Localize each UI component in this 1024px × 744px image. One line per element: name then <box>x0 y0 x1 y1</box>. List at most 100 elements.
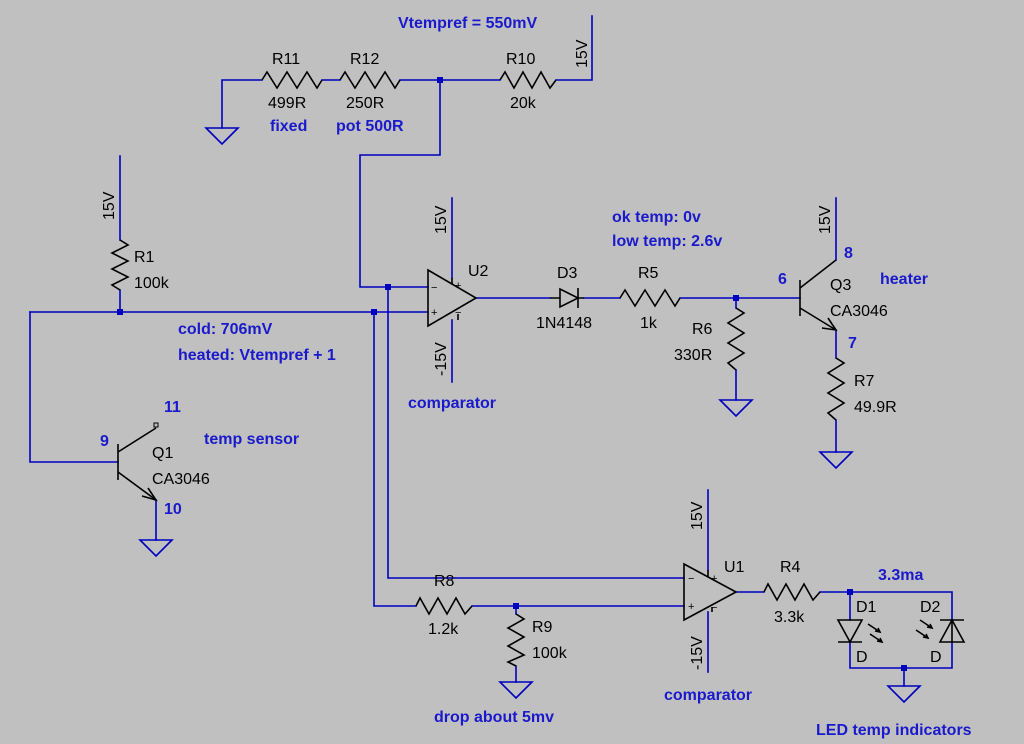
wire-r10-15v <box>555 15 593 81</box>
wire-vref-to-u2 <box>359 79 441 288</box>
opamp-u1-plus-sign: + <box>711 573 717 585</box>
opamp-u2-noninverting-sign: + <box>431 307 437 319</box>
q1-emitter-pin: 10 <box>164 501 182 518</box>
r1-name: R1 <box>134 249 155 266</box>
r5-value: 1k <box>640 315 658 332</box>
q3-base-pin: 6 <box>778 271 787 288</box>
temp-sensor-note: temp sensor <box>204 431 299 448</box>
junction-led-top <box>847 589 853 595</box>
r11-value: 499R <box>268 95 306 112</box>
supply-label-u1-neg: -15V <box>689 636 706 670</box>
r4-value: 3.3k <box>774 609 805 626</box>
led-indicators-note: LED temp indicators <box>816 722 972 739</box>
d2-model: D <box>930 649 942 666</box>
q3-name: Q3 <box>830 277 851 294</box>
ground-symbol <box>818 451 854 470</box>
resistor-r4 <box>763 582 821 602</box>
opamp-u1: + − − + <box>683 562 738 622</box>
led-d1-body <box>836 619 864 644</box>
opamp-u2-inverting-sign: − <box>431 282 437 294</box>
diode-d3 <box>550 287 584 309</box>
led-d2-emission-arrow <box>915 619 934 640</box>
r9-value: 100k <box>532 645 568 662</box>
heated-note: heated: Vtempref + 1 <box>178 347 336 364</box>
ground-symbol <box>718 399 754 418</box>
resistor-r12 <box>339 70 401 90</box>
resistors <box>110 70 846 667</box>
q3-emitter-pin: 7 <box>848 335 857 352</box>
u2-name: U2 <box>468 263 489 280</box>
ground-symbol <box>138 539 174 558</box>
r6-name: R6 <box>692 321 713 338</box>
r8-value: 1.2k <box>428 621 459 638</box>
resistor-r6 <box>726 307 746 371</box>
transistor-q3-emitter-arrow <box>821 317 838 332</box>
transistor-q3-collector <box>799 259 837 289</box>
junction-vref <box>437 77 443 83</box>
d3-model: 1N4148 <box>536 315 592 332</box>
transistor-q1-collector-pin <box>153 422 159 428</box>
ground-symbol <box>204 127 240 146</box>
r7-name: R7 <box>854 373 875 390</box>
q3-collector-pin: 8 <box>844 245 853 262</box>
opamp-u1-inverting-sign: − <box>688 573 694 585</box>
led-d1-emission-arrow <box>867 623 884 644</box>
opamp-u2: + − − + <box>427 268 478 328</box>
cold-note: cold: 706mV <box>178 321 273 338</box>
q1-name: Q1 <box>152 445 173 462</box>
ok-temp-note: ok temp: 0v <box>612 209 701 226</box>
low-temp-note: low temp: 2.6v <box>612 233 722 250</box>
r6-value: 330R <box>674 347 712 364</box>
transistor-q1-emitter <box>117 471 157 501</box>
supply-label-u1-pos: 15V <box>689 501 706 530</box>
resistor-r11 <box>261 70 323 90</box>
wire-node-q1-base <box>29 311 119 463</box>
r11-fixed-note: fixed <box>270 118 307 135</box>
q1-base-pin: 9 <box>100 433 109 450</box>
transistor-q1-emitter-arrow <box>141 487 158 502</box>
led-d1 <box>836 619 884 644</box>
d2-name: D2 <box>920 599 941 616</box>
transistor-q3 <box>799 259 838 332</box>
q1-collector-pin: 11 <box>164 399 181 416</box>
r9-name: R9 <box>532 619 553 636</box>
led-d2-body <box>938 618 966 643</box>
drop-note: drop about 5mv <box>434 709 554 726</box>
opamp-u1-minus-sign: − <box>711 602 717 614</box>
ground-symbol <box>498 681 534 700</box>
r10-name: R10 <box>506 51 535 68</box>
q1-model: CA3046 <box>152 471 210 488</box>
supply-label-q3: 15V <box>817 205 834 234</box>
resistor-r8 <box>415 596 473 616</box>
vtempref-note: Vtempref = 550mV <box>398 15 538 32</box>
wire-r4-leds <box>819 591 953 621</box>
opamp-u1-body <box>683 562 738 622</box>
r12-pot-note: pot 500R <box>336 118 404 135</box>
junction-r6 <box>733 295 739 301</box>
wire-gnd-r11 <box>221 79 263 129</box>
q3-model: CA3046 <box>830 303 888 320</box>
junction-u2-plus <box>371 309 377 315</box>
junction-sensor-node <box>117 309 123 315</box>
resistor-r9 <box>506 613 526 667</box>
junction-u2-minus <box>385 284 391 290</box>
supply-label-r1: 15V <box>101 191 118 220</box>
resistor-r7 <box>826 357 846 421</box>
component-labels: R11 499R R12 250R R10 20k R1 100k U2 D3 … <box>100 51 942 666</box>
comparator-u1-note: comparator <box>664 687 752 704</box>
resistor-r5 <box>619 288 681 308</box>
r12-value: 250R <box>346 95 384 112</box>
r7-value: 49.9R <box>854 399 897 416</box>
d1-name: D1 <box>856 599 877 616</box>
r4-name: R4 <box>780 559 801 576</box>
wire-sense-to-r8 <box>373 311 417 607</box>
junctions <box>117 77 907 671</box>
r11-name: R11 <box>272 51 300 68</box>
grounds <box>138 127 922 704</box>
annotations: Vtempref = 550mV fixed pot 500R cold: 70… <box>178 15 972 739</box>
wires <box>29 15 953 687</box>
junction-r9 <box>513 603 519 609</box>
led-d2 <box>915 618 966 643</box>
transistor-q3-emitter <box>799 307 837 331</box>
